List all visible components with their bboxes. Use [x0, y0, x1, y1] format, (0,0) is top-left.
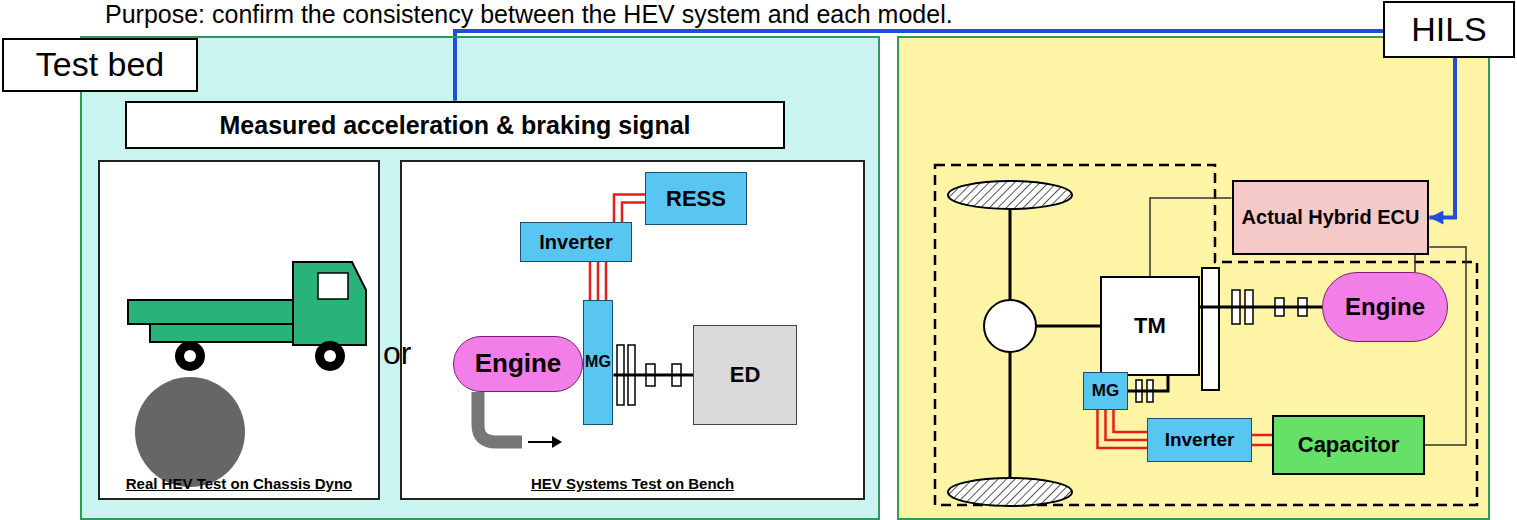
power-wire — [1252, 444, 1272, 447]
truck-cab — [293, 262, 366, 345]
power-wire — [1106, 410, 1148, 440]
signal-wire — [1415, 255, 1416, 272]
box-label: Inverter — [1165, 429, 1235, 451]
power-wire — [597, 262, 600, 300]
box-label: ED — [730, 362, 761, 387]
dyno-roller — [135, 377, 245, 487]
hils-panel: Actual Hybrid ECU TM EngineMG Inverter Capac… — [897, 36, 1490, 520]
connector-word: or — [383, 336, 411, 371]
truck-wheel — [175, 341, 205, 371]
power-wire — [614, 195, 645, 223]
box-label: Actual Hybrid ECU — [1242, 206, 1420, 229]
shaft — [1200, 306, 1322, 309]
power-wire — [1098, 410, 1148, 448]
box-caption: HEV Systems Test on Bench — [402, 475, 863, 492]
panel-heading: Test bed — [2, 38, 198, 92]
box-label: RESS — [666, 186, 726, 211]
signal-wire — [1150, 198, 1232, 276]
transmission-box: TM — [1100, 276, 1200, 376]
power-wire — [614, 195, 645, 223]
shaft — [613, 375, 693, 376]
shaft — [1128, 376, 1168, 391]
box-label: TM — [1134, 313, 1166, 338]
truck-bed — [128, 300, 293, 324]
signal-wire — [1414, 255, 1416, 272]
differential — [984, 300, 1036, 352]
box-label: Inverter — [539, 231, 612, 254]
truck-window — [318, 273, 348, 299]
exhaust-arrowhead — [552, 436, 562, 448]
purpose-title: Purpose: confirm the consistency between… — [105, 1, 953, 29]
gear-plate — [1202, 268, 1219, 390]
engine-box: Engine — [1322, 272, 1448, 342]
box-caption: Real HEV Test on Chassis Dyno — [100, 475, 378, 492]
truck-hub — [184, 350, 196, 362]
shaft — [1200, 307, 1322, 308]
shaft — [1128, 376, 1168, 391]
ed-box: ED — [693, 325, 797, 425]
box-label: Capacitor — [1298, 432, 1399, 457]
box-label: Measured acceleration & braking signal — [220, 111, 691, 140]
exhaust-pipe — [478, 392, 522, 442]
panel-fill — [80, 36, 880, 520]
box-label: MG — [1092, 381, 1119, 401]
panel-fill — [400, 160, 865, 500]
bench-box: Inverter RESS Engine MG ED HEV Systems Test o… — [400, 160, 865, 500]
power-wire — [1114, 410, 1148, 432]
power-wire — [1098, 410, 1148, 448]
inverter-box: Inverter — [1147, 418, 1252, 462]
power-wire — [1252, 434, 1272, 437]
wheel — [948, 181, 1072, 209]
ress-box: RESS — [645, 172, 747, 225]
shaft — [613, 374, 693, 377]
wheel — [948, 478, 1072, 506]
box-label: Engine — [1345, 293, 1425, 321]
power-wire — [1252, 435, 1272, 445]
model-boundary — [935, 165, 1477, 505]
exhaust-arrow — [528, 441, 552, 443]
power-wire — [622, 203, 645, 223]
signal-box: Measured acceleration & braking signal — [125, 101, 785, 150]
chassis-dyno-box: Real HEV Test on Chassis Dyno — [98, 160, 380, 500]
test-bed-panel: Measured acceleration & braking signalRe… — [80, 36, 880, 520]
truck-hub — [324, 350, 336, 362]
capacitor-box: Capacitor — [1272, 415, 1425, 475]
power-wire — [590, 262, 606, 300]
panel-heading: HILS — [1383, 1, 1515, 58]
box-label: Engine — [475, 349, 562, 379]
power-wire — [605, 262, 608, 300]
truck-chassis — [150, 324, 293, 342]
panel-fill — [897, 36, 1490, 520]
truck-wheel — [315, 341, 345, 371]
mg-box: MG — [1083, 372, 1128, 410]
mg-box: MG — [583, 300, 614, 425]
engine-box: Engine — [453, 336, 583, 392]
inverter-box: Inverter — [520, 222, 632, 262]
drive-shaft — [1036, 325, 1100, 328]
panel-fill — [98, 160, 380, 500]
power-wire — [589, 262, 592, 300]
signal-wire — [1150, 198, 1232, 276]
ecu-box: Actual Hybrid ECU — [1232, 180, 1430, 255]
box-label: MG — [585, 353, 611, 371]
